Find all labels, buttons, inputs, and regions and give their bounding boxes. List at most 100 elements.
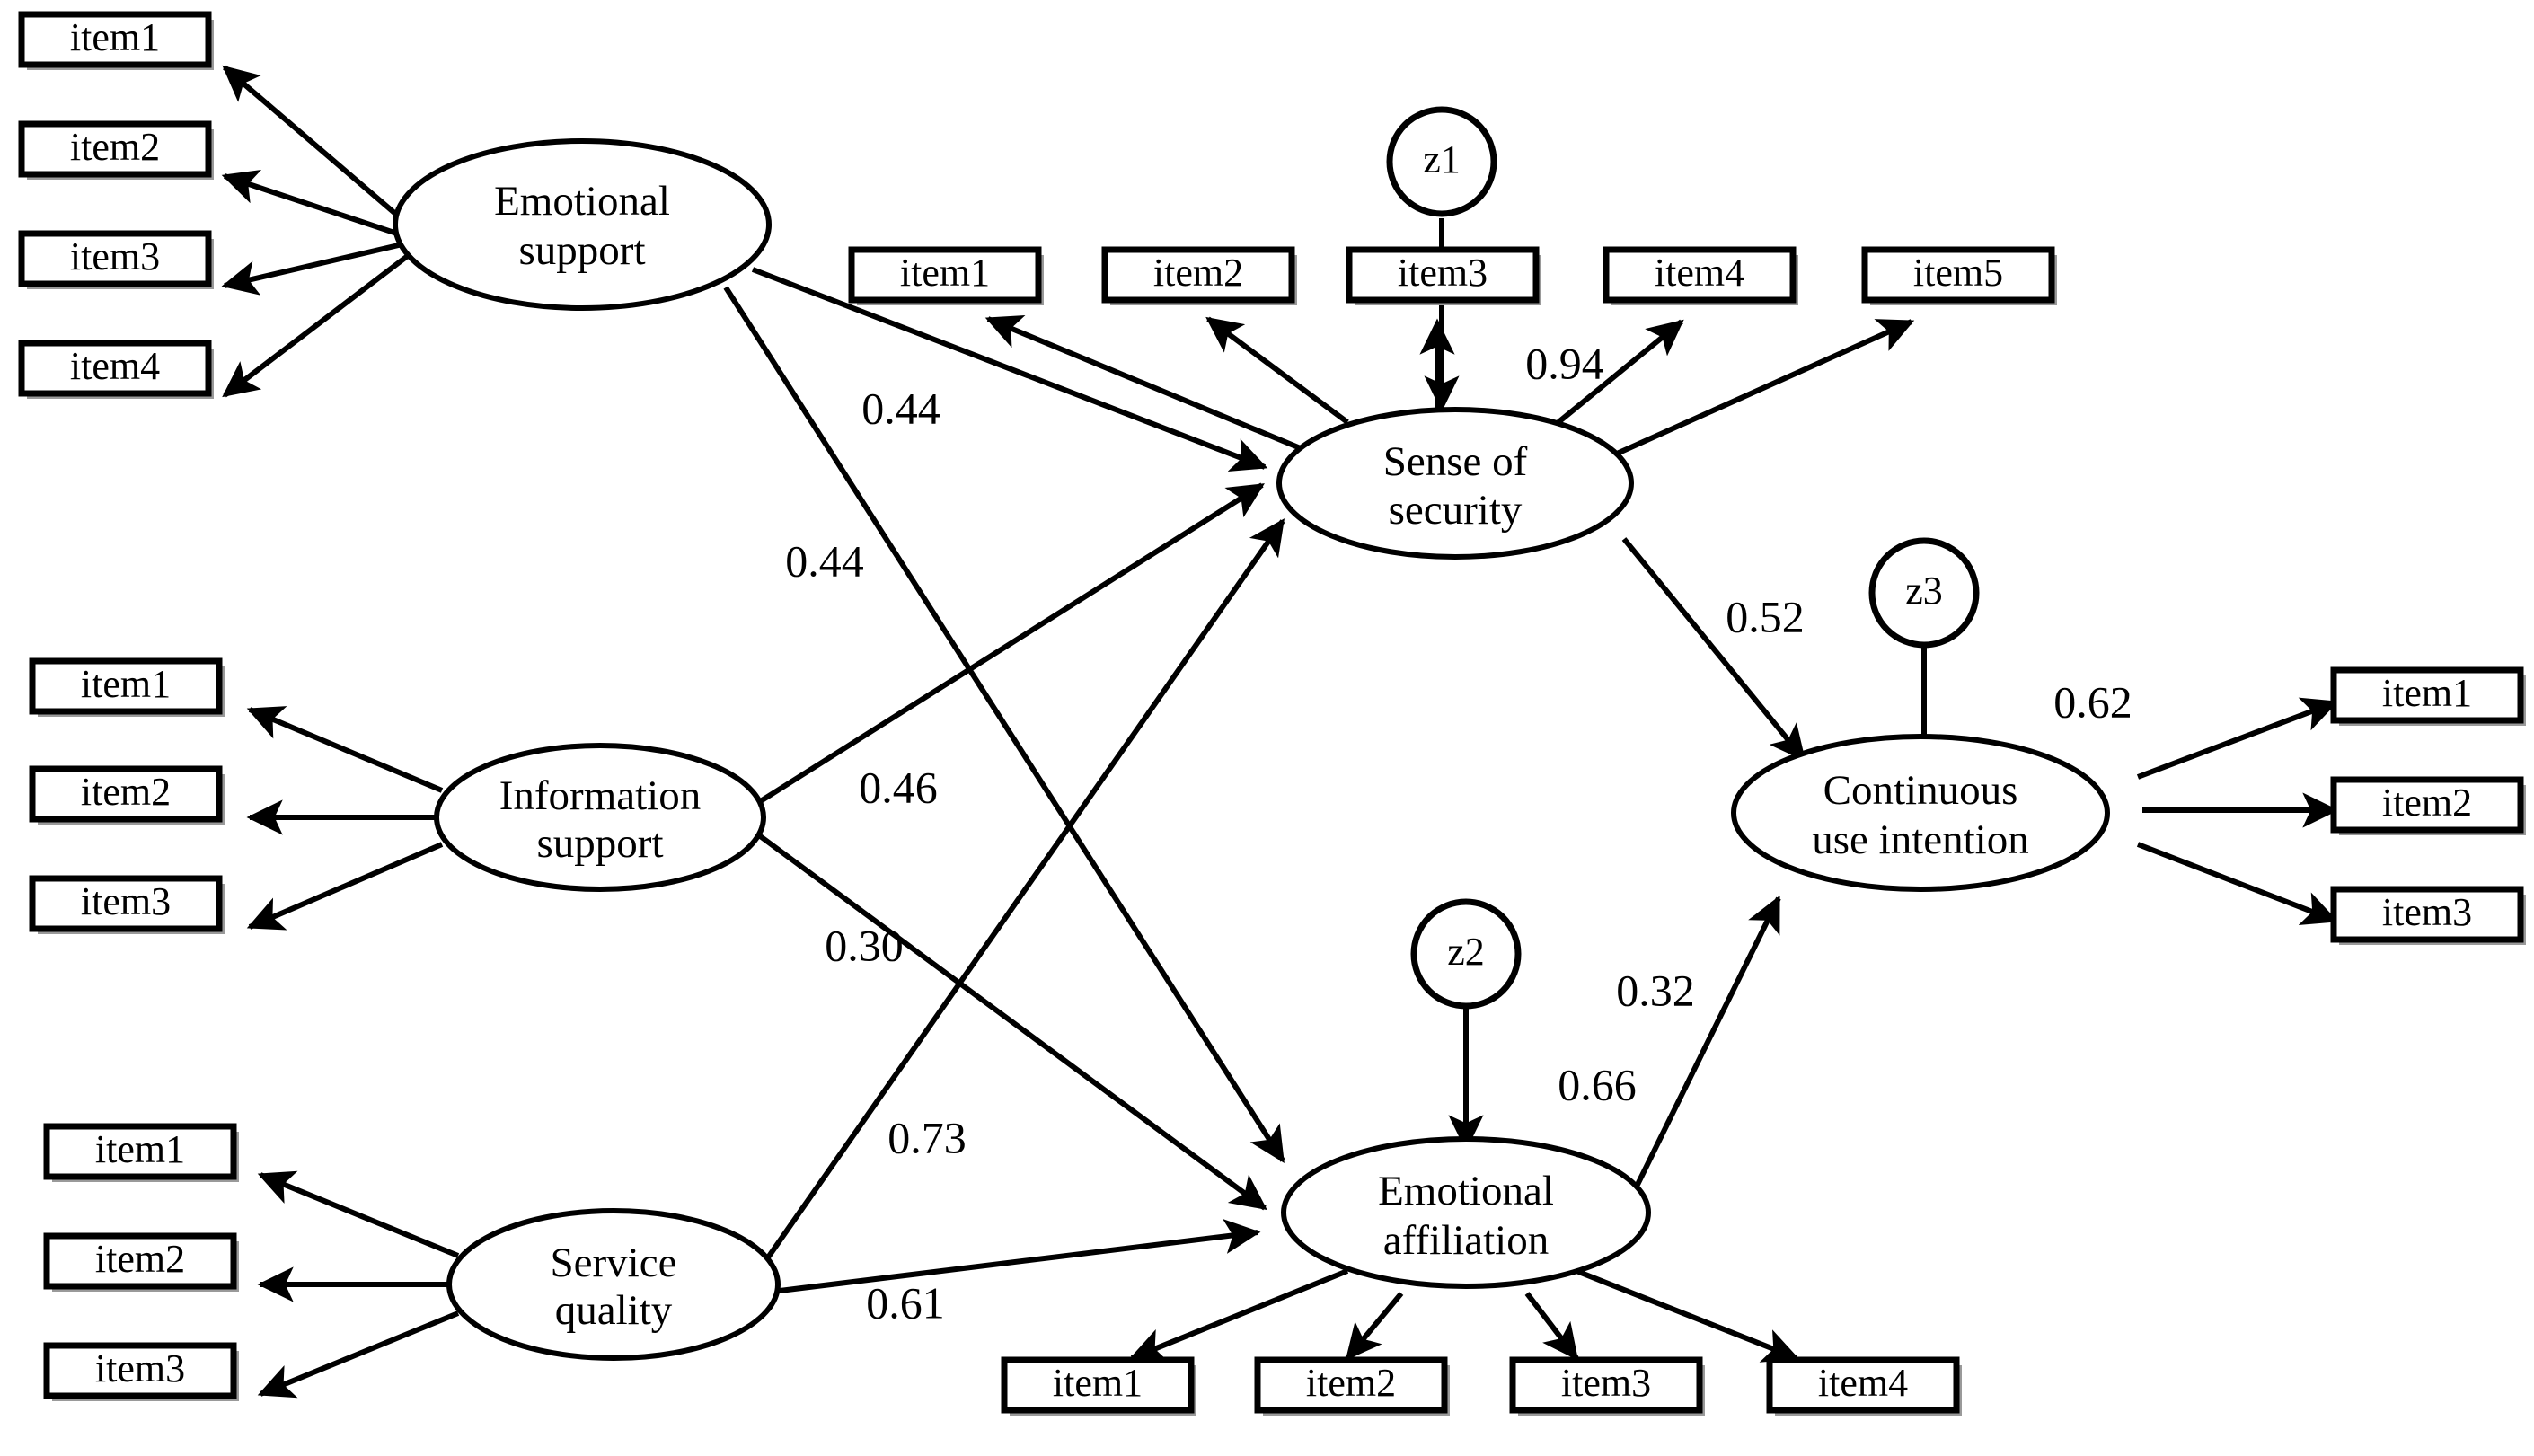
latent-label-line2: quality (555, 1287, 673, 1334)
observed-box-label: item1 (95, 1127, 185, 1171)
error-node-z3[interactable]: z3 (1868, 537, 1980, 649)
observed-box-label: item3 (1398, 251, 1488, 295)
error-node-z1[interactable]: z1 (1386, 106, 1497, 217)
observed-box-cui-item1[interactable]: item1 (2330, 666, 2526, 726)
path-edge-es-sos (751, 267, 1268, 472)
loading-edge-cui-item3 (2136, 842, 2339, 926)
observed-box-label: item3 (2382, 890, 2472, 934)
latent-variable-layer: Emotional support Information support Se… (393, 138, 2110, 1361)
observed-box-sq-item1[interactable]: item1 (43, 1123, 239, 1182)
latent-label-line2: use intention (1812, 816, 2029, 863)
path-edge-sos-cui (1621, 537, 1806, 762)
observed-box-es-item2[interactable]: item2 (18, 120, 214, 180)
loading-edge-sos-item2 (1205, 316, 1349, 425)
observed-box-label: item4 (70, 344, 160, 388)
latent-node-continuous-use-intention[interactable]: Continuous use intention (1731, 734, 2110, 892)
coefficient-label-is-sos: 0.46 (859, 762, 938, 812)
loading-edge-sos-item5 (1615, 319, 1915, 456)
latent-node-information-support[interactable]: Information support (434, 743, 766, 892)
coefficient-label-is-ea: 0.30 (825, 920, 904, 970)
loading-edge-ea-item1 (1128, 1268, 1349, 1363)
observed-box-es-item4[interactable]: item4 (18, 340, 214, 399)
error-node-z2[interactable]: z2 (1410, 898, 1522, 1010)
observed-box-es-item1[interactable]: item1 (18, 11, 214, 70)
loading-edge-sos-item4 (1557, 319, 1684, 425)
observed-box-ea-item1[interactable]: item1 (1001, 1356, 1196, 1416)
observed-box-is-item3[interactable]: item3 (29, 875, 225, 934)
coefficient-label-es-sos: 0.44 (861, 383, 940, 433)
observed-box-es-item3[interactable]: item3 (18, 230, 214, 289)
latent-node-emotional-affiliation[interactable]: Emotional affiliation (1281, 1136, 1651, 1289)
observed-box-label: item3 (95, 1346, 185, 1390)
observed-box-sq-item2[interactable]: item2 (43, 1232, 239, 1292)
latent-label-line1: Emotional (1378, 1168, 1554, 1214)
observed-box-label: item2 (1153, 251, 1243, 295)
observed-box-is-item1[interactable]: item1 (29, 657, 225, 717)
coefficient-label-sq-ea: 0.61 (866, 1277, 945, 1328)
loading-edge-es-item4 (222, 252, 411, 398)
loading-edge-ea-item4 (1575, 1268, 1800, 1363)
loading-edge-sos-item1 (984, 314, 1304, 452)
loading-edge-sq-item1 (257, 1170, 460, 1258)
loading-edge-is-item3 (246, 842, 444, 931)
observed-box-sos-item2[interactable]: item2 (1101, 246, 1297, 305)
loading-edge-es-item2 (221, 170, 403, 238)
observed-box-cui-item2[interactable]: item2 (2330, 776, 2526, 835)
latent-label-line2: support (537, 820, 664, 867)
edge-layer (221, 65, 2339, 1399)
latent-label-line1: Emotional (494, 178, 670, 225)
path-edge-ea-cui (1628, 895, 1781, 1201)
observed-box-label: item1 (2382, 671, 2472, 715)
observed-box-sos-item4[interactable]: item4 (1603, 246, 1798, 305)
latent-node-emotional-support[interactable]: Emotional support (393, 138, 772, 311)
error-label: z2 (1447, 930, 1485, 974)
observed-box-label: item2 (2382, 781, 2472, 825)
observed-box-cui-item3[interactable]: item3 (2330, 886, 2526, 945)
observed-box-label: item3 (70, 234, 160, 278)
error-label: z1 (1423, 137, 1461, 181)
loading-edge-sq-item3 (257, 1310, 460, 1399)
observed-box-label: item4 (1818, 1361, 1908, 1405)
observed-box-label: item3 (1561, 1361, 1651, 1405)
observed-box-label: item3 (81, 879, 171, 923)
observed-box-label: item1 (900, 251, 990, 295)
loading-edge-cui-item1 (2136, 697, 2339, 780)
coefficient-label-sq-sos: 0.73 (887, 1112, 967, 1162)
path-edge-is-ea (757, 833, 1267, 1211)
latent-node-service-quality[interactable]: Service quality (446, 1208, 781, 1361)
observed-box-ea-item3[interactable]: item3 (1509, 1356, 1705, 1416)
path-edge-es-ea (723, 286, 1285, 1163)
observed-box-ea-item2[interactable]: item2 (1254, 1356, 1450, 1416)
observed-box-sos-item5[interactable]: item5 (1861, 246, 2057, 305)
latent-label-line1: Continuous (1823, 767, 2018, 814)
path-edge-sq-ea (772, 1219, 1261, 1294)
coefficient-label-z1-sos: 0.94 (1525, 338, 1604, 388)
observed-box-label: item2 (95, 1237, 185, 1281)
path-edge-sq-sos (765, 518, 1285, 1259)
latent-label-line1: Sense of (1383, 438, 1528, 485)
coefficient-label-z3-cui: 0.62 (2053, 676, 2132, 727)
observed-box-label: item1 (70, 15, 160, 59)
latent-label-line2: security (1389, 487, 1523, 534)
latent-node-sense-of-security[interactable]: Sense of security (1276, 407, 1634, 560)
observed-box-sos-item3[interactable]: item3 (1346, 246, 1541, 305)
latent-label-line1: Service (551, 1240, 677, 1286)
latent-label-line1: Information (499, 772, 702, 819)
observed-box-sos-item1[interactable]: item1 (848, 246, 1044, 305)
observed-box-sq-item3[interactable]: item3 (43, 1342, 239, 1401)
observed-variable-layer: item1 item2 item3 item4 item1 item2 (18, 11, 2526, 1416)
observed-box-is-item2[interactable]: item2 (29, 765, 225, 825)
loading-edge-ea-item3 (1524, 1292, 1579, 1361)
observed-box-ea-item4[interactable]: item4 (1766, 1356, 1962, 1416)
observed-box-label: item2 (1306, 1361, 1396, 1405)
coefficient-label-z2-ea: 0.66 (1558, 1059, 1637, 1109)
observed-box-label: item4 (1655, 251, 1744, 295)
path-edge-is-sos (757, 482, 1265, 805)
coefficient-label-ea-cui: 0.32 (1616, 965, 1695, 1015)
coefficient-label-es-ea: 0.44 (785, 535, 864, 586)
observed-box-label: item2 (70, 125, 160, 169)
observed-box-label: item1 (1053, 1361, 1143, 1405)
observed-box-label: item5 (1913, 251, 2003, 295)
